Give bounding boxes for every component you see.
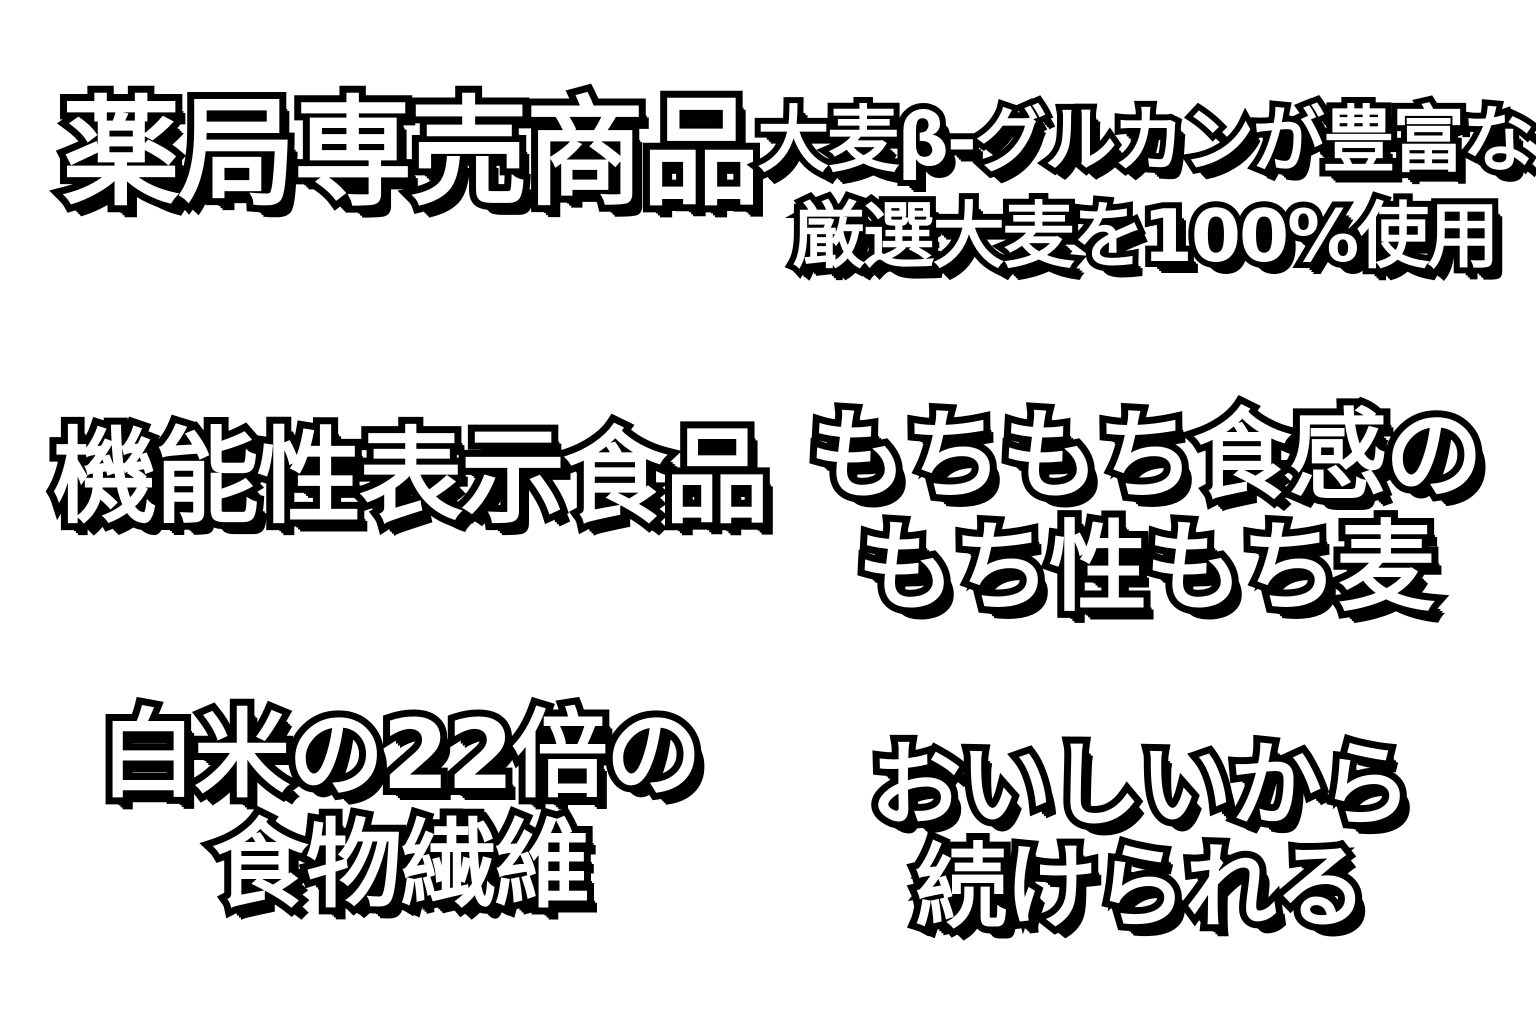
label-text: 薬局専売商品 [55, 77, 767, 229]
label-text: 大麦β-グルカンが豊富な [751, 92, 1536, 188]
label-chewy-texture: もちもち食感の もち性もち麦 [802, 393, 1490, 631]
label-tasty-continue: おいしいから 続けられる [863, 728, 1419, 946]
label-text: 機能性表示食品 [46, 409, 776, 545]
label-text: もちもち食感の [802, 393, 1490, 519]
label-pharmacy-exclusive: 薬局専売商品 [55, 77, 767, 229]
label-dietary-fiber: 白米の22倍の 食物繊維 [93, 693, 709, 927]
label-barley-beta-glucan: 大麦β-グルカンが豊富な 厳選大麦を100%使用 [751, 92, 1536, 284]
label-text: 続けられる [908, 830, 1374, 946]
label-text: もち性もち麦 [850, 505, 1442, 631]
label-text: 食物繊維 [205, 803, 597, 927]
label-text: 白米の22倍の [93, 693, 709, 817]
label-functional-food: 機能性表示食品 [46, 402, 776, 552]
label-text: おいしいから [863, 728, 1419, 844]
label-text: 厳選大麦を100%使用 [787, 188, 1505, 284]
